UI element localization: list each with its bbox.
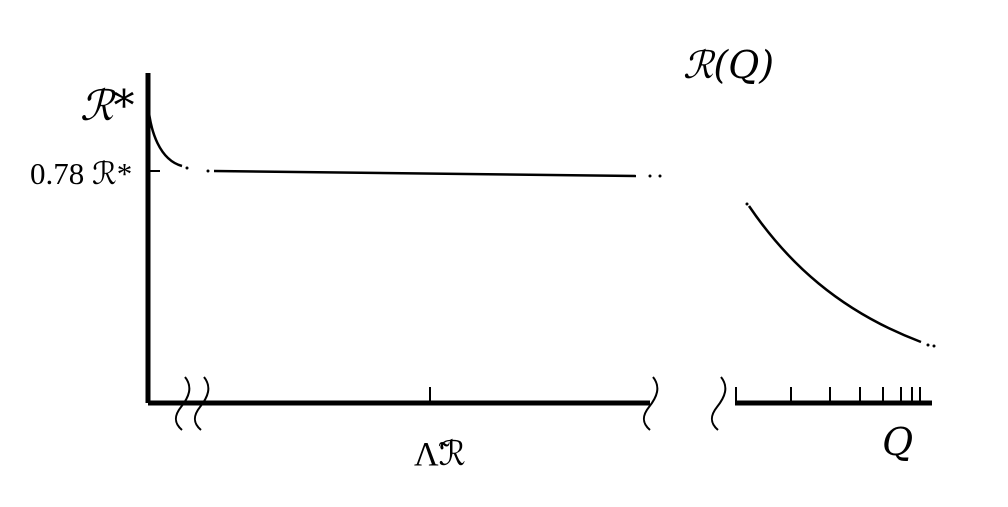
right-title: ℛ(Q) [683, 43, 774, 87]
left-continuation-dot-4 [658, 174, 662, 178]
left-axis-break-2 [193, 376, 210, 431]
right-start-dot [745, 202, 749, 206]
left-x-label: Λ̃ℛ [414, 436, 466, 473]
right-axis-break [710, 376, 727, 431]
left-panel: ℛ* 0.78 ℛ* Λ̃ℛ [30, 73, 662, 473]
left-curve-plateau [213, 169, 637, 178]
left-continuation-dot-1 [185, 166, 189, 170]
left-y-label: ℛ* [80, 81, 135, 130]
left-continuation-dot-3 [648, 174, 652, 178]
right-curve [747, 205, 922, 344]
left-curve-drop [146, 102, 183, 168]
left-axis-break-3 [642, 376, 659, 431]
right-continuation-dot-2 [932, 344, 936, 348]
right-continuation-dot-1 [926, 343, 930, 347]
left-continuation-dot-2 [206, 169, 210, 173]
right-panel: ℛ(Q) Q [683, 43, 936, 464]
right-x-label: Q [882, 420, 913, 464]
left-y-tick-label: 0.78 ℛ* [30, 156, 132, 191]
left-axis-break-1 [174, 376, 191, 431]
